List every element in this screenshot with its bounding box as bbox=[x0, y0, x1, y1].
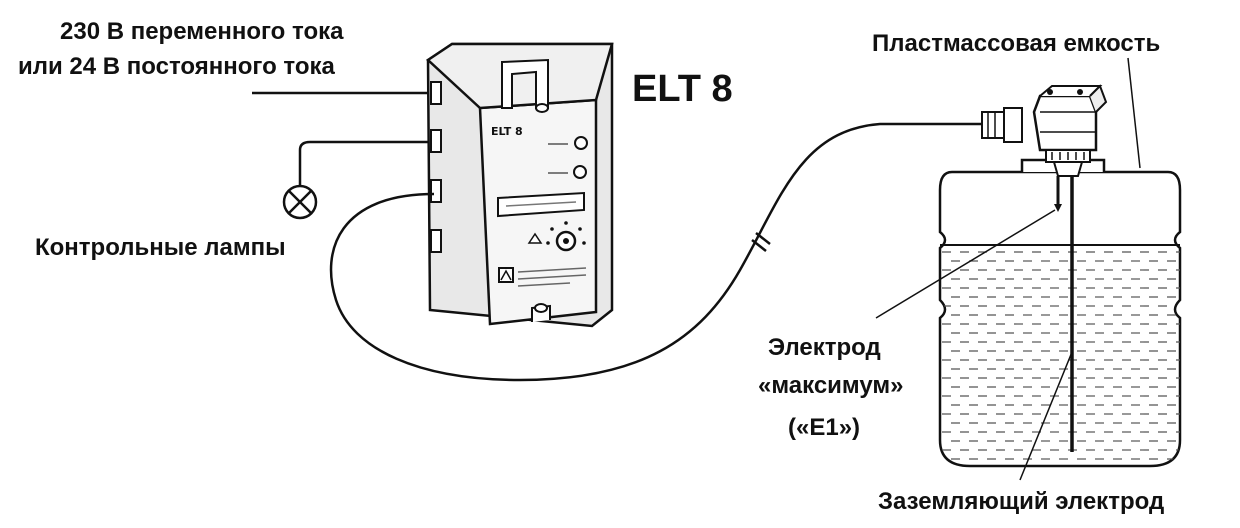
leader-ground-electrode bbox=[1019, 351, 1073, 481]
lamp-cross-icon bbox=[282, 184, 318, 220]
max-electrode-rod bbox=[1054, 176, 1062, 212]
cable-break-mark bbox=[751, 232, 771, 252]
power-label-line2: или 24 В постоянного тока bbox=[18, 53, 335, 80]
signal-cable bbox=[329, 122, 982, 382]
power-label-line1: 230 В переменного тока bbox=[60, 18, 344, 45]
max-electrode-label-line3: («E1») bbox=[788, 414, 861, 441]
device-title: ELT 8 bbox=[632, 68, 733, 110]
elt8-device bbox=[425, 42, 614, 328]
container-label: Пластмассовая емкость bbox=[872, 30, 1161, 57]
max-electrode-label-line2: «максимум» bbox=[758, 372, 904, 399]
lamp-wire bbox=[298, 140, 432, 190]
device-panel-label: ELT 8 bbox=[491, 125, 523, 138]
cable-gland-icon bbox=[981, 107, 1023, 143]
leader-container bbox=[1127, 57, 1141, 169]
electrode-head bbox=[1032, 84, 1108, 177]
lamps-label: Контрольные лампы bbox=[35, 234, 286, 261]
max-electrode-label-line1: Электрод bbox=[768, 334, 881, 361]
liquid-fill bbox=[942, 251, 1180, 460]
ground-electrode-label: Заземляющий электрод bbox=[878, 488, 1165, 515]
leader-max-electrode bbox=[875, 209, 1056, 319]
